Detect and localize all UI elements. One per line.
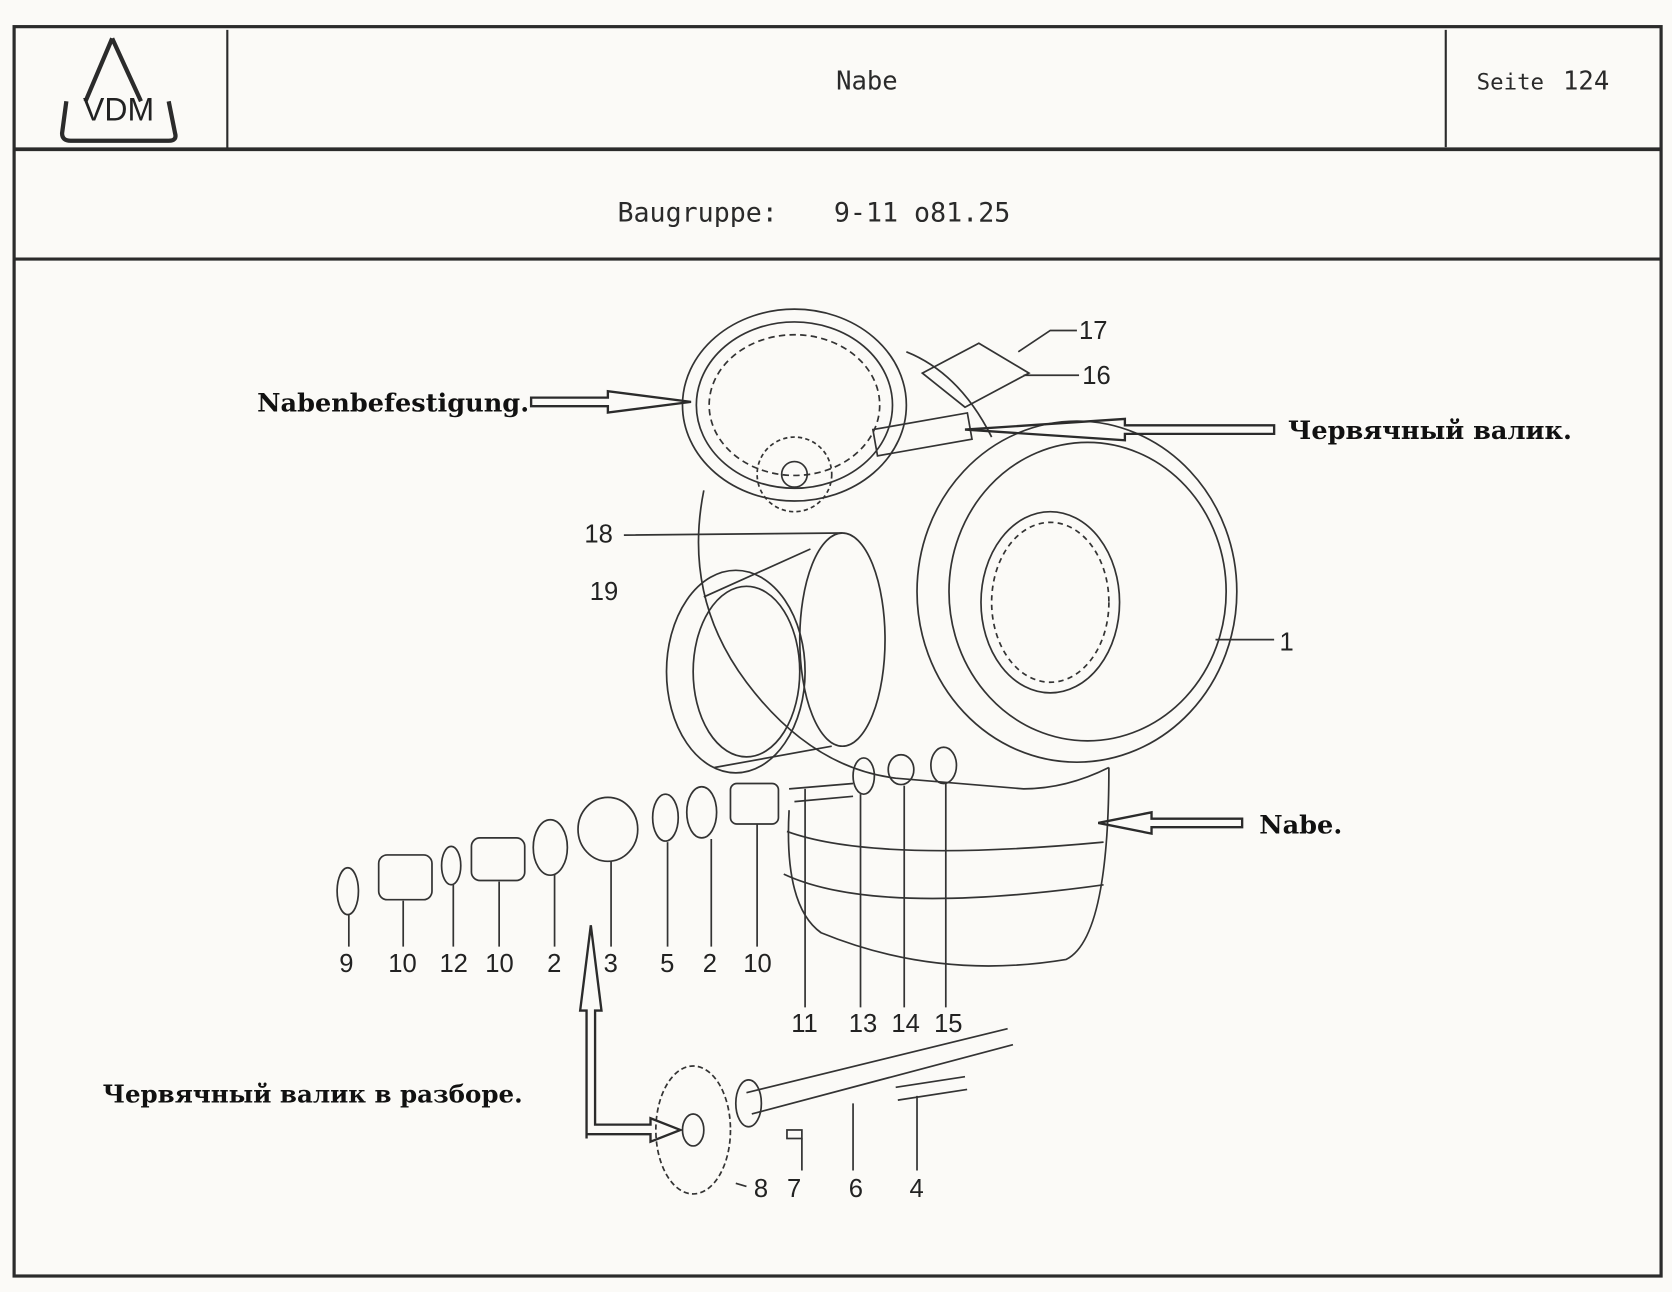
part-number: 10 <box>743 950 771 978</box>
part-number: 7 <box>787 1175 801 1203</box>
part-number: 14 <box>891 1010 919 1038</box>
part-number: 10 <box>388 950 416 978</box>
logo-text: VDM <box>83 91 154 127</box>
part-number: 13 <box>849 1010 877 1038</box>
annotation-worm-disassembled: Червячный валик в разборе. <box>103 1079 523 1108</box>
title-block <box>12 25 1663 1278</box>
part-callouts: 17 16 18 19 1 9 10 12 10 2 3 5 2 10 11 1… <box>339 317 1293 1203</box>
assembly-number: 9-11 o81.25 <box>834 198 1010 229</box>
page-title: Nabe <box>836 67 898 97</box>
arrow-hub <box>1098 810 1244 836</box>
part-number: 4 <box>910 1175 924 1203</box>
arrow-hub-mount <box>529 389 692 414</box>
part-number: 19 <box>590 578 618 606</box>
part-number: 6 <box>849 1175 863 1203</box>
part-number: 3 <box>604 950 618 978</box>
part-number: 12 <box>439 950 467 978</box>
annotation-worm-shaft: Червячный валик. <box>1288 416 1572 446</box>
vdm-logo: VDM <box>59 37 178 143</box>
part-number: 16 <box>1082 362 1110 390</box>
annotation-hub: Nabe. <box>1259 811 1342 841</box>
part-number: 17 <box>1079 317 1107 345</box>
part-number: 18 <box>584 521 612 549</box>
hub-drawing <box>336 308 1275 1195</box>
part-number: 5 <box>660 950 674 978</box>
part-number: 11 <box>791 1010 818 1038</box>
part-number: 8 <box>754 1175 768 1203</box>
page-label: Seite <box>1477 70 1544 96</box>
annotation-arrows <box>529 389 1276 1144</box>
part-number: 2 <box>547 950 561 978</box>
part-number: 9 <box>339 950 353 978</box>
arrow-worm-shaft <box>964 417 1276 442</box>
part-number: 2 <box>703 950 717 978</box>
part-number: 10 <box>485 950 513 978</box>
part-number: 1 <box>1279 628 1293 656</box>
arrow-worm-disassembled <box>578 925 684 1144</box>
page-number: 124 <box>1563 67 1609 97</box>
assembly-label: Baugruppe: <box>617 198 777 229</box>
part-number: 15 <box>934 1010 962 1038</box>
annotation-hub-mount: Nabenbefestigung. <box>257 388 529 418</box>
page-frame <box>12 25 1663 1278</box>
